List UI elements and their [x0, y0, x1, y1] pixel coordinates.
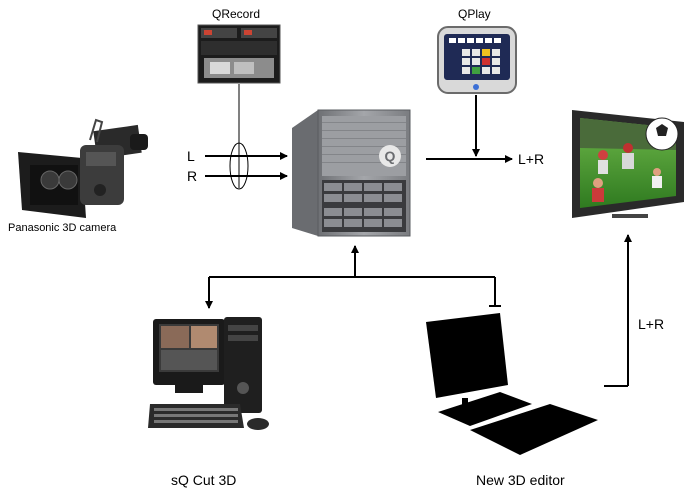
q-server: Q	[292, 109, 411, 237]
return-path-label: L+R	[638, 316, 665, 332]
sq-cut-label: sQ Cut 3D	[171, 472, 237, 488]
new-editor-label: New 3D editor	[476, 472, 565, 488]
output-label: L+R	[518, 151, 545, 167]
desktop-computer	[148, 317, 269, 430]
connector-lines	[205, 84, 632, 387]
qplay-label: QPlay	[458, 7, 491, 21]
server-logo: Q	[385, 148, 396, 164]
qrecord-device	[197, 24, 281, 84]
camera-device	[18, 118, 148, 218]
laptop-editor	[426, 313, 598, 455]
left-channel-label: L	[187, 148, 195, 164]
qplay-device	[437, 26, 517, 94]
qrecord-tap-ellipse	[229, 142, 249, 190]
right-channel-label: R	[187, 168, 198, 184]
qrecord-label: QRecord	[212, 7, 261, 21]
tv-display	[572, 110, 684, 218]
camera-label: Panasonic 3D camera	[8, 222, 117, 234]
